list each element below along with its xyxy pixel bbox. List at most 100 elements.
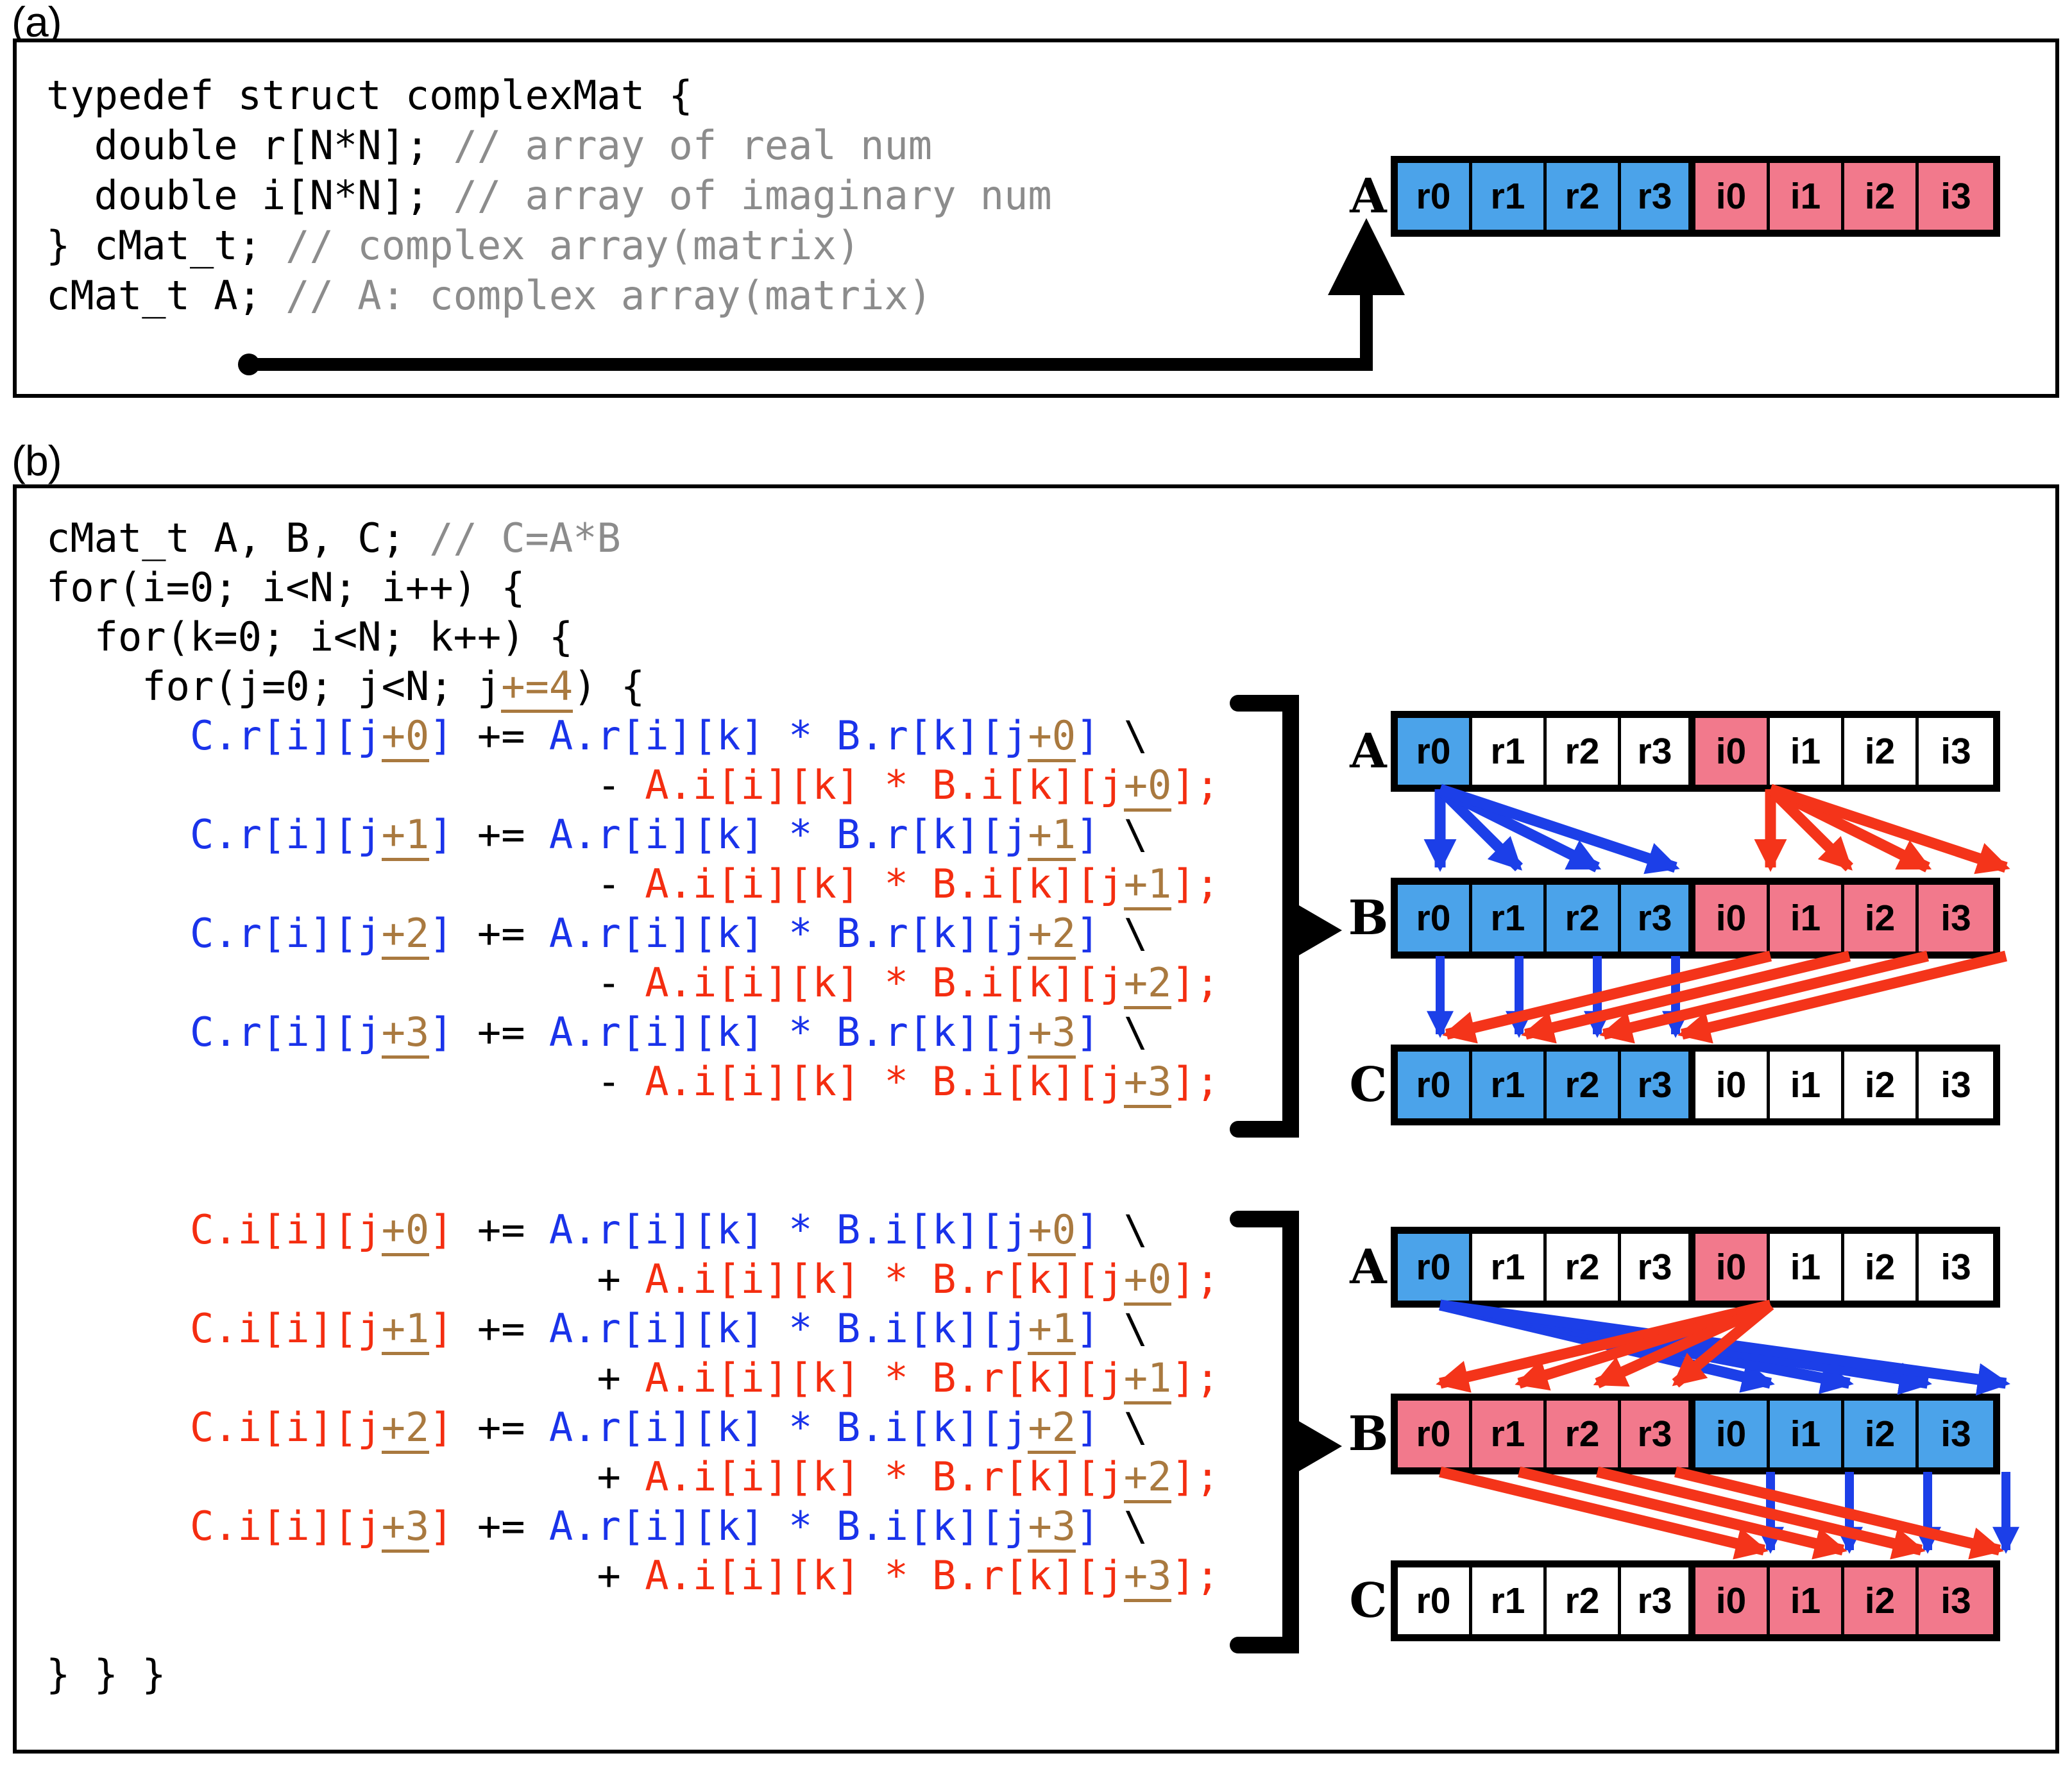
code-token: - [46, 860, 645, 907]
code-token: typedef struct complexMat { [46, 72, 693, 119]
code-token: +3 [1123, 1058, 1172, 1108]
array-cell-i0: i0 [1695, 163, 1770, 230]
code-token: C.i[i][j [189, 1305, 382, 1352]
array-cell-r1: r1 [1472, 1234, 1547, 1301]
code-line: double i[N*N]; // array of imaginary num [46, 171, 1052, 221]
code-token [46, 1503, 190, 1549]
code-token: ] [429, 1404, 454, 1451]
array-cell-i1: i1 [1770, 885, 1844, 952]
diagram-real-array-A-label: A [1350, 724, 1387, 779]
code-token: // C=A*B [429, 515, 621, 561]
code-token: for(k=0; i<N; k++) { [46, 613, 573, 660]
code-line: for(k=0; i<N; k++) { [46, 612, 1219, 662]
code-token: \ [1100, 1009, 1148, 1055]
array-cell-r1: r1 [1472, 163, 1547, 230]
code-token: - [46, 959, 645, 1006]
code-line [46, 1600, 1219, 1650]
code-token: ) { [573, 663, 645, 710]
code-token: ] [1076, 712, 1100, 759]
array-cell-i2: i2 [1844, 1401, 1919, 1467]
code-token: cMat_t A; [46, 272, 286, 319]
array-cell-r2: r2 [1547, 163, 1621, 230]
code-token: +0 [381, 1206, 430, 1256]
code-token: +1 [1028, 1305, 1076, 1355]
code-line: for(j=0; j<N; j+=4) { [46, 662, 1219, 713]
code-line [46, 1156, 1219, 1205]
code-token: A.r[i][k] * B.i[k][j [548, 1305, 1028, 1352]
array-cell-i1: i1 [1770, 1567, 1844, 1634]
array-cell-i2: i2 [1844, 1567, 1919, 1634]
array-cell-r2: r2 [1547, 718, 1621, 785]
array-cell-i2: i2 [1844, 1234, 1919, 1301]
code-token: +=4 [501, 663, 573, 713]
code-token: \ [1100, 1503, 1148, 1549]
code-token: +3 [381, 1503, 430, 1553]
array-cell-r2: r2 [1547, 1401, 1621, 1467]
code-token: ]; [1171, 860, 1220, 907]
code-token: +0 [1123, 1256, 1172, 1306]
code-token: +2 [381, 1404, 430, 1454]
array-cell-r0: r0 [1398, 1567, 1472, 1634]
array-cell-r3: r3 [1621, 1234, 1695, 1301]
code-token: ] [1076, 1503, 1100, 1549]
array-cell-r1: r1 [1472, 885, 1547, 952]
code-line: typedef struct complexMat { [46, 71, 1052, 121]
code-token: +0 [381, 712, 430, 762]
code-token: \ [1100, 1206, 1148, 1253]
code-token: + [46, 1552, 645, 1599]
code-token: + [46, 1354, 645, 1401]
code-line [46, 1106, 1219, 1156]
diagram-real-array-C-label: C [1349, 1057, 1388, 1113]
array-cell-r1: r1 [1472, 1401, 1547, 1467]
code-token [46, 811, 190, 858]
code-token [46, 1206, 190, 1253]
code-token: ]; [1171, 1552, 1220, 1599]
panel-a-label: (a) [12, 0, 62, 46]
code-token: \ [1100, 1305, 1148, 1352]
code-line: + A.i[i][k] * B.r[k][j+0]; [46, 1254, 1219, 1306]
array-cell-i0: i0 [1695, 1567, 1770, 1634]
array-cell-r2: r2 [1547, 1567, 1621, 1634]
code-token: for(j=0; j<N; j [46, 663, 502, 710]
array-cell-i2: i2 [1844, 163, 1919, 230]
array-cell-r0: r0 [1398, 1234, 1472, 1301]
code-token: += [453, 1009, 549, 1055]
code-token: += [453, 811, 549, 858]
code-token: } } } [46, 1651, 166, 1698]
code-token: +3 [1028, 1503, 1076, 1553]
code-line: C.i[i][j+2] += A.r[i][k] * B.i[k][j+2] \ [46, 1403, 1219, 1454]
code-token: ] [1076, 811, 1100, 858]
code-token: ] [1076, 1009, 1100, 1055]
array-cell-i3: i3 [1919, 1234, 1993, 1301]
code-token: +1 [381, 811, 430, 861]
code-token: A.i[i][k] * B.r[k][j [645, 1256, 1124, 1302]
code-token: +1 [1028, 811, 1076, 861]
code-token: A.r[i][k] * B.i[k][j [548, 1404, 1028, 1451]
array-cell-r3: r3 [1621, 1401, 1695, 1467]
array-cell-r1: r1 [1472, 1567, 1547, 1634]
code-token: ]; [1171, 1058, 1220, 1105]
code-token: += [453, 1206, 549, 1253]
code-token: A.i[i][k] * B.i[k][j [645, 762, 1124, 808]
diagram-imag-array-B-label: B [1348, 1406, 1389, 1462]
code-token [46, 1009, 190, 1055]
code-line: double r[N*N]; // array of real num [46, 121, 1052, 171]
code-token: ] [1076, 1206, 1100, 1253]
code-token: +1 [1123, 860, 1172, 910]
code-token: C.i[i][j [189, 1503, 382, 1549]
array-cell-i3: i3 [1919, 1401, 1993, 1467]
code-token: A.i[i][k] * B.i[k][j [645, 860, 1124, 907]
array-cell-i3: i3 [1919, 1052, 1993, 1118]
code-token: A.i[i][k] * B.r[k][j [645, 1552, 1124, 1599]
code-token: ] [429, 1305, 454, 1352]
code-token: ]; [1171, 1453, 1220, 1500]
array-cell-r0: r0 [1398, 1401, 1472, 1467]
code-line: } } } [46, 1650, 1219, 1699]
code-token: // array of imaginary num [453, 172, 1052, 219]
code-token: A.r[i][k] * B.r[k][j [548, 910, 1028, 957]
